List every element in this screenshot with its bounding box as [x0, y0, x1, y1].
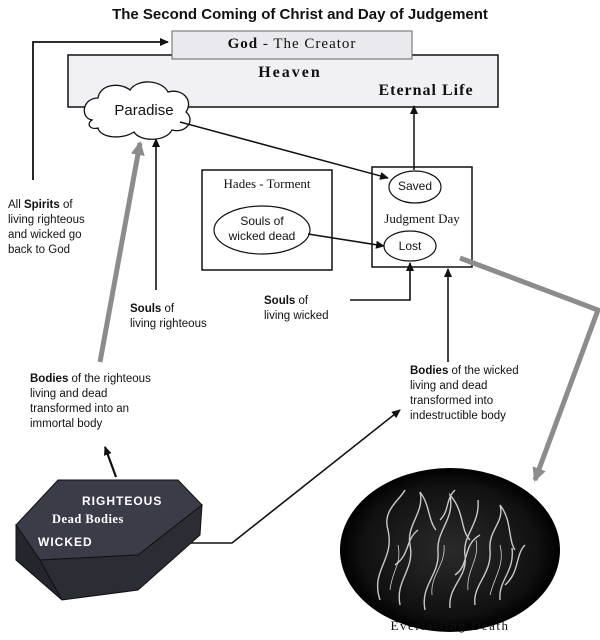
lost-label: Lost	[398, 239, 422, 253]
paradise-label: Paradise	[114, 102, 174, 119]
god-box	[171, 30, 413, 60]
god-label: God - The Creator	[227, 36, 357, 52]
arrow-hades-to-lost	[307, 233, 385, 249]
souls-wicked-dead-ellipse	[213, 205, 311, 255]
arrow-paradise-to-saved	[179, 121, 389, 180]
bodies-wicked-note: Bodies of the wicked living and dead tra…	[410, 365, 519, 422]
paradise-cloud	[83, 81, 191, 140]
fire-flames	[376, 489, 526, 611]
bodies-righteous-note: Bodies of the righteous living and dead …	[30, 373, 151, 430]
arrow-spirits-to-god	[32, 38, 169, 180]
coffin-wicked-label: WICKED	[38, 535, 93, 549]
diagram-title: The Second Coming of Christ and Day of J…	[112, 6, 488, 23]
arrow-lost-to-everlasting-death	[459, 255, 600, 482]
souls-righteous-note: Souls of living righteous	[130, 303, 207, 330]
coffin-front	[39, 503, 203, 601]
everlasting-death-fire	[340, 468, 560, 632]
heaven-label: Heaven	[258, 64, 322, 81]
saved-label: Saved	[397, 179, 433, 193]
everlasting-death-label: Everlasting Death	[390, 618, 510, 633]
eternal-life-label: Eternal Life	[378, 82, 474, 99]
spirits-note: All Spirits of living righteous and wick…	[8, 199, 85, 256]
saved-ellipse	[388, 170, 442, 204]
fire-flames-bright	[389, 539, 502, 596]
coffin-dead-bodies-label: Dead Bodies	[52, 512, 124, 526]
arrow-coffin-to-bodies-righteous	[103, 446, 118, 478]
souls-wicked-dead-label: Souls of wicked dead	[228, 214, 296, 243]
arrow-souls-wicked-to-lost	[350, 262, 414, 301]
hades-title: Hades - Torment	[223, 176, 311, 191]
coffin-righteous-label: RIGHTEOUS	[82, 494, 163, 508]
souls-wicked-note: Souls of living wicked	[264, 295, 329, 322]
judgment-day-label: Judgment Day	[384, 211, 460, 226]
arrow-bodies-righteous-to-paradise	[97, 141, 145, 363]
